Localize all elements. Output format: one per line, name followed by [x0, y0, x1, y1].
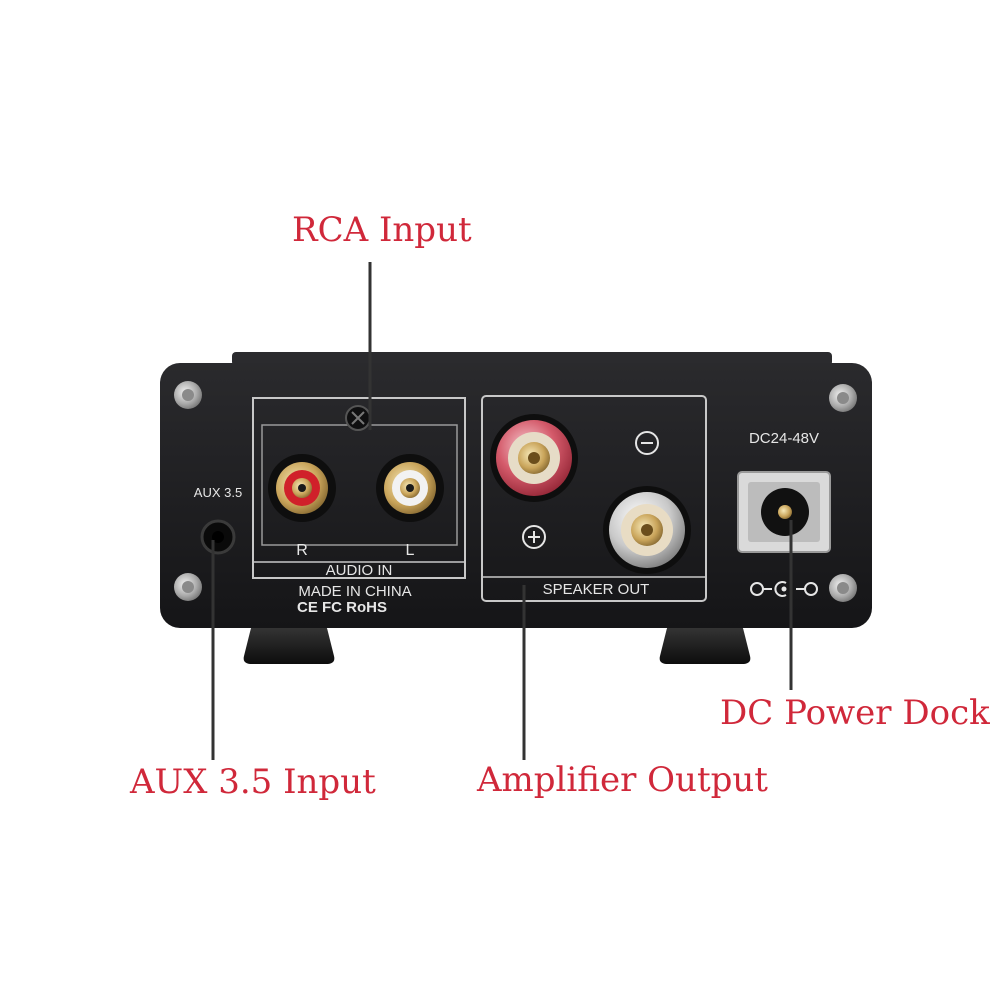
rca-right-label: R — [296, 542, 308, 559]
speaker-out-label: SPEAKER OUT — [543, 581, 650, 598]
screw-icon — [174, 573, 202, 601]
dc-voltage-label: DC24-48V — [749, 430, 819, 447]
aux-label: AUX 3.5 — [194, 485, 242, 500]
rca-input-callout: RCA Input — [292, 210, 472, 250]
rca-left-label: L — [406, 542, 415, 559]
rca-jack-right — [268, 454, 336, 522]
corner-screws — [174, 381, 857, 602]
rca-jack-left — [376, 454, 444, 522]
aux-input-callout: AUX 3.5 Input — [130, 762, 376, 802]
certification-marks: CE FC RoHS — [297, 599, 387, 616]
panel-screw-icon — [345, 405, 371, 431]
plus-icon — [522, 525, 546, 549]
dc-power-dock-callout: DC Power Dock — [720, 693, 990, 733]
speaker-out-frame — [481, 395, 707, 602]
audio-in-frame — [252, 397, 466, 579]
screw-icon — [174, 381, 202, 409]
dc-polarity-icon — [750, 581, 818, 597]
screw-icon — [829, 574, 857, 602]
chassis-top-edge — [232, 352, 832, 366]
rubber-foot-right — [659, 622, 751, 664]
rubber-foot-left — [243, 622, 335, 664]
amplifier-output-callout: Amplifier Output — [477, 760, 768, 800]
minus-icon — [635, 431, 659, 455]
binding-post-positive — [490, 414, 578, 502]
audio-in-label: AUDIO IN — [326, 562, 393, 579]
dc-power-jack — [737, 471, 831, 553]
made-in-label: MADE IN CHINA — [298, 583, 411, 600]
aux-jack — [200, 519, 236, 555]
binding-post-negative — [603, 486, 691, 574]
screw-icon — [829, 384, 857, 412]
